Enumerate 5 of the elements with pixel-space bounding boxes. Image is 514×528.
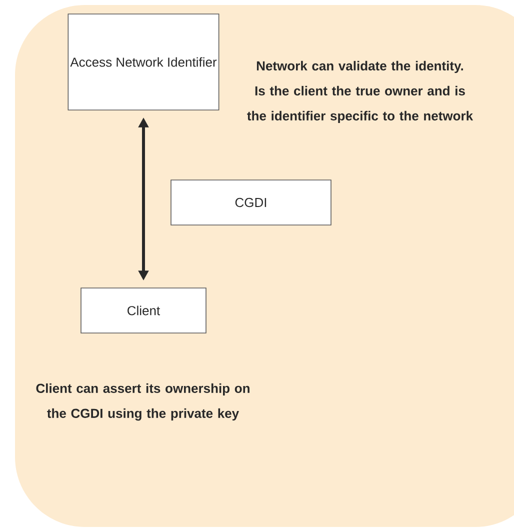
note-text: Client can assert its ownership on the CGDI using the private key (36, 383, 250, 421)
box: Access Network Identifier (68, 14, 220, 110)
box: CGDI (170, 180, 332, 226)
box: Client (80, 288, 206, 334)
note-text: Network can validate the identity. Is the client the true owner and is the identifier specific to the network (247, 60, 474, 124)
